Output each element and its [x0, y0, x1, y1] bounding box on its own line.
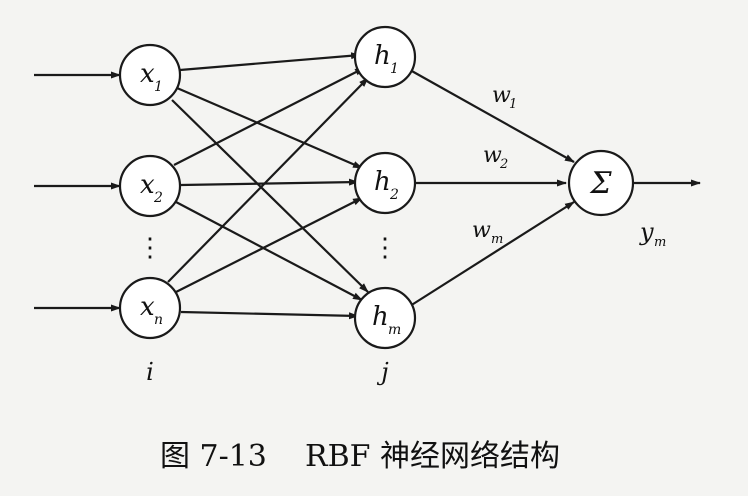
output-label-ym: y m	[639, 218, 666, 250]
input-node-xn-sub: n	[154, 312, 163, 328]
weight-w2-var: w	[483, 143, 502, 168]
hidden-node-h1-sub: 1	[390, 61, 399, 77]
hidden-node-h2: h 2	[353, 151, 417, 215]
input-node-xn: x n	[118, 276, 182, 340]
hidden-layer-label: j	[376, 358, 389, 386]
hidden-node-hm-var: h	[372, 302, 389, 332]
edge-h1-sum	[409, 69, 575, 163]
weight-wm-sub: m	[491, 232, 503, 247]
input-node-x1-sub: 1	[154, 79, 163, 95]
weight-wm-var: w	[472, 218, 491, 243]
input-ellipsis: ⋮	[137, 233, 163, 263]
edge-x2-h2	[180, 178, 359, 187]
edge-hm-sum	[409, 201, 575, 307]
output-sub: m	[654, 235, 666, 250]
input-node-x2: x 2	[118, 154, 182, 218]
hidden-ellipsis: ⋮	[372, 233, 398, 263]
weight-label-w1: w 1	[492, 83, 517, 112]
edge-x1-h2	[176, 86, 363, 170]
output-sum-node: Σ	[567, 149, 635, 217]
weight-w1-sub: 1	[509, 97, 517, 112]
hidden-node-h2-sub: 2	[389, 187, 399, 203]
hidden-node-hm: h m	[353, 286, 417, 350]
edge-xn-h1	[167, 77, 369, 283]
hidden-node-h2-var: h	[374, 167, 391, 197]
input-node-x1: x 1	[118, 43, 182, 107]
input-node-x1-var: x	[140, 59, 155, 89]
weight-w1-var: w	[492, 83, 511, 108]
output-var: y	[639, 218, 654, 246]
weight-w2-sub: 2	[499, 157, 508, 172]
hidden-node-h1-var: h	[374, 41, 391, 71]
input-layer-label: i	[146, 358, 154, 386]
hidden-node-h1: h 1	[353, 25, 417, 89]
edge-x1-h1	[179, 52, 361, 72]
weight-label-wm: w m	[472, 218, 503, 247]
input-node-xn-var: x	[140, 292, 155, 322]
edge-x2-hm	[175, 201, 363, 301]
edge-x1-hm	[171, 99, 369, 293]
figure-caption: 图 7-13 RBF 神经网络结构	[160, 439, 560, 474]
weight-label-w2: w 2	[483, 143, 508, 172]
edge-xn-h2	[175, 197, 363, 293]
input-node-x2-sub: 2	[153, 190, 163, 206]
input-node-x2-var: x	[140, 170, 155, 200]
edge-x2-h1	[173, 67, 365, 166]
hidden-node-hm-sub: m	[388, 322, 401, 338]
edge-xn-hm	[180, 310, 359, 320]
sum-symbol: Σ	[589, 166, 612, 201]
